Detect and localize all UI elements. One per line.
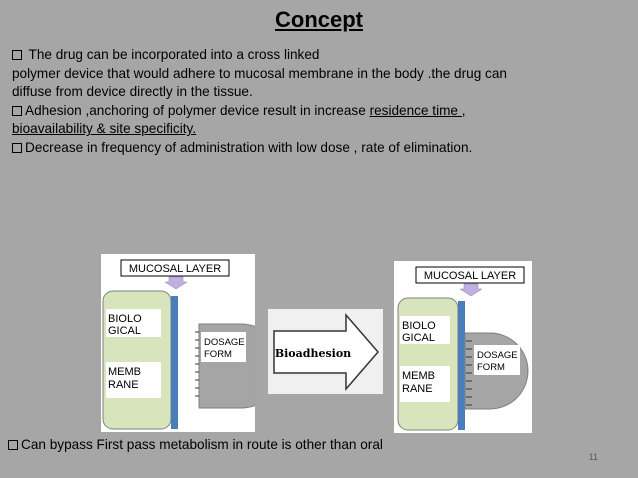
bullet-2: Adhesion ,anchoring of polymer device re… — [12, 102, 622, 121]
bullet-1-cont-a: polymer device that would adhere to muco… — [12, 65, 507, 81]
bioadhesion-arrow: Bioadhesion — [268, 309, 383, 394]
bullet-1: The drug can be incorporated into a cros… — [12, 46, 622, 65]
svg-text:RANE: RANE — [108, 379, 139, 391]
svg-text:GICAL: GICAL — [108, 325, 141, 337]
bioadhesion-label: Bioadhesion — [275, 347, 351, 360]
checkbox-bullet-icon — [12, 105, 22, 116]
svg-text:MEMB: MEMB — [108, 366, 141, 378]
svg-text:FORM: FORM — [477, 362, 505, 373]
svg-text:MEMB: MEMB — [402, 370, 435, 382]
bullet-list: The drug can be incorporated into a cros… — [12, 46, 622, 157]
figure-before-adhesion: MUCOSAL LAYER BIOLO GICAL MEMB RANE DOSA… — [101, 254, 255, 432]
mucosal-layer-label: MUCOSAL LAYER — [424, 270, 516, 282]
checkbox-bullet-icon — [12, 50, 22, 60]
checkbox-bullet-icon — [8, 440, 18, 450]
svg-text:GICAL: GICAL — [402, 332, 435, 344]
svg-text:FORM: FORM — [204, 349, 232, 360]
figure-after-adhesion: MUCOSAL LAYER BIOLO GICAL MEMB RANE DOSA… — [394, 261, 532, 433]
page-number: 11 — [588, 452, 598, 462]
svg-text:BIOLO: BIOLO — [402, 320, 436, 332]
svg-text:DOSAGE: DOSAGE — [204, 337, 245, 348]
checkbox-bullet-icon — [12, 142, 22, 153]
slide-title: Concept — [275, 7, 363, 32]
svg-text:RANE: RANE — [402, 383, 433, 395]
bullet-2-cont: bioavailability & site specificity. — [12, 121, 197, 136]
bullet-3: Decrease in frequency of administration … — [12, 139, 622, 158]
mucosal-layer-label: MUCOSAL LAYER — [129, 263, 221, 275]
bullet-1-cont-b: diffuse from device directly in the tiss… — [12, 84, 253, 99]
bottom-bullet: Can bypass First pass metabolism in rout… — [8, 437, 383, 452]
svg-text:BIOLO: BIOLO — [108, 313, 142, 325]
svg-text:DOSAGE: DOSAGE — [477, 350, 518, 361]
